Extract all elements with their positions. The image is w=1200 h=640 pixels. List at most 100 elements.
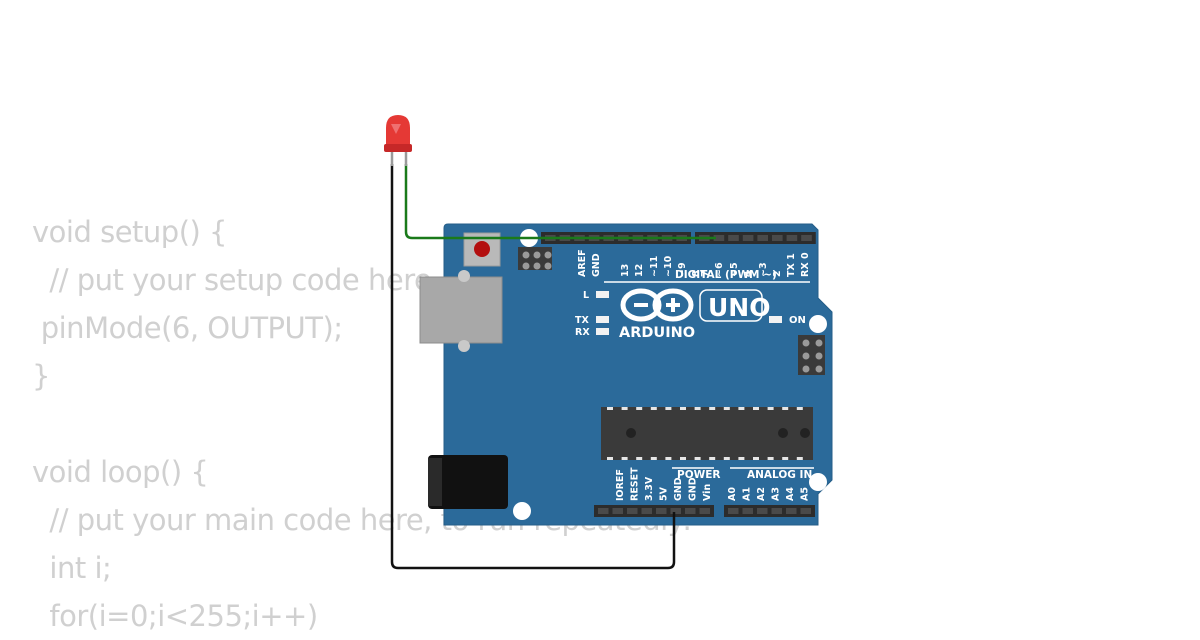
chip-pins (607, 407, 803, 460)
header-pin (728, 508, 739, 514)
led-rim (384, 144, 412, 152)
mounting-hole (513, 502, 531, 520)
mounting-hole (809, 473, 827, 491)
analog-header-label: ANALOG IN (747, 469, 812, 481)
header-pin (670, 508, 681, 514)
header-pin (801, 235, 812, 241)
analog-pin-label: A4 (785, 487, 796, 501)
digital-pin-label: TX 1 (786, 253, 797, 277)
chip-pin (650, 407, 657, 410)
led-component[interactable] (384, 115, 412, 166)
code-line: void setup() { (32, 215, 227, 249)
reset-button-cap (474, 241, 490, 257)
icsp-header (518, 247, 552, 270)
header-pin (641, 508, 652, 514)
digital-pin-label: ~9 (677, 262, 688, 277)
chip-pin (723, 457, 730, 460)
icsp-pin (533, 251, 541, 259)
digital-pin-label: ~10 (663, 255, 674, 277)
led-l (596, 291, 609, 298)
chip-pin (665, 407, 672, 410)
header-pin (728, 235, 739, 241)
chip-pin (796, 457, 803, 460)
icsp-pin (815, 365, 823, 373)
chip-pin (665, 457, 672, 460)
icsp-pin (802, 365, 810, 373)
chip-dot (778, 428, 788, 438)
analog-header (724, 505, 815, 517)
header-housing (695, 232, 816, 244)
digital-pin-label: 4 (743, 270, 754, 277)
analog-pin-label: A1 (742, 487, 753, 501)
led-on-label: ON (789, 315, 806, 326)
microcontroller-chip (601, 407, 813, 460)
digital-pin-label: 8 (691, 270, 702, 277)
icsp-pin (815, 339, 823, 347)
header-pin (742, 508, 753, 514)
power-pin-label: GND (673, 477, 684, 501)
power-jack-lip (428, 458, 442, 506)
chip-pin (694, 407, 701, 410)
chip-pin (753, 407, 759, 410)
icsp-pin (815, 352, 823, 360)
header-pin (713, 235, 725, 241)
usb-post (458, 340, 470, 352)
power-pin-label: RESET (630, 467, 641, 501)
chip-dot (626, 428, 636, 438)
chip-pin (607, 407, 613, 410)
code-line: pinMode(6, OUTPUT); (32, 311, 343, 345)
arduino-logo-icon (620, 288, 694, 322)
analog-pin-label: A5 (800, 487, 811, 501)
chip-pin (636, 457, 643, 460)
chip-pin (782, 457, 789, 460)
signal-wire[interactable] (404, 164, 716, 240)
header-pin (598, 508, 609, 514)
analog-pin-label: A2 (756, 487, 767, 501)
chip-pin (621, 457, 628, 460)
header-pin (742, 235, 754, 241)
chip-pin (738, 407, 745, 410)
header-pin (757, 235, 768, 241)
led-tx (596, 316, 609, 323)
icsp-pin (533, 262, 541, 270)
icsp-pin (544, 262, 552, 270)
power-jack (428, 455, 508, 509)
chip-pin (767, 407, 774, 410)
chip-pin (782, 407, 789, 410)
code-line: void loop() { (32, 455, 209, 489)
led-tx-label: TX (575, 315, 589, 326)
led-l-label: L (583, 290, 589, 301)
ground-wire[interactable] (390, 164, 676, 570)
power-pin-label: 5V (659, 486, 670, 501)
power-header-label: POWER (677, 469, 720, 481)
header-pin (627, 508, 638, 514)
usb-post (458, 270, 470, 282)
logo-minus (634, 303, 648, 307)
chip-pin (680, 407, 686, 410)
digital-header-label: DIGITAL (PWM ~) (675, 269, 777, 281)
header-pin (771, 508, 782, 514)
led-highlight (391, 124, 401, 134)
chip-pin (709, 457, 716, 460)
power-pin-label: Vin (702, 484, 713, 501)
chip-pin (796, 407, 803, 410)
led-on (769, 316, 782, 323)
header-housing (594, 505, 714, 517)
logo-plus-v (671, 298, 675, 312)
icsp-pin (522, 251, 530, 259)
code-listing: void setup() { // put your setup code he… (32, 208, 692, 640)
chip-pin (607, 457, 613, 460)
chip-pin (650, 457, 657, 460)
led-rx-label: RX (575, 327, 590, 338)
mounting-hole (809, 315, 827, 333)
digital-pin-label: ~11 (649, 256, 660, 277)
header-pin (685, 508, 696, 514)
brand-label: ARDUINO (619, 325, 695, 341)
chip-pin (709, 407, 716, 410)
digital-pin-label: ~6 (714, 262, 725, 277)
chip-pin (723, 407, 730, 410)
analog-pin-label: A3 (771, 487, 782, 501)
header-pin (656, 508, 667, 514)
